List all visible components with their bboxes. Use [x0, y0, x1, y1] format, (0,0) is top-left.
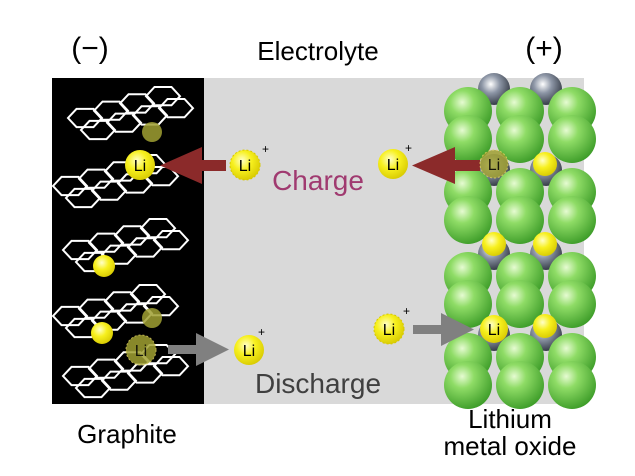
graphene-hexagon	[103, 291, 141, 312]
oxide-atom	[548, 196, 596, 244]
graphene-hexagon	[113, 225, 151, 246]
lithium-faded-graphite-bottom	[142, 308, 162, 328]
graphene-hexagon	[64, 317, 102, 339]
discharge-label: Discharge	[255, 368, 381, 399]
lithium-ion-graphite-charged: Li	[125, 150, 155, 180]
ion-charge-sign: +	[405, 141, 412, 155]
graphene-hexagon	[92, 100, 130, 121]
graphene-hexagon	[139, 218, 177, 239]
ion-charge-sign: +	[262, 142, 269, 156]
lithium-ion-electrolyte-discharge-right: Li +	[373, 304, 410, 345]
oxide-atom	[444, 115, 492, 163]
charge-arrow-left	[160, 147, 226, 184]
graphene-hexagon	[61, 239, 99, 261]
negative-terminal-label: (−)	[71, 32, 109, 65]
discharge-arrow-left	[168, 333, 229, 366]
oxide-atom	[496, 196, 544, 244]
graphene-hexagon	[152, 230, 190, 251]
graphene-hexagon	[142, 296, 180, 317]
graphene-hexagon	[51, 305, 89, 327]
graphene-hexagon	[105, 112, 143, 133]
lithium-graphite-lower	[91, 322, 113, 344]
charge-label: Charge	[272, 165, 364, 196]
electrolyte-label: Electrolyte	[257, 36, 378, 66]
discharge-arrow-right	[413, 313, 474, 346]
graphene-hexagon	[100, 370, 138, 391]
lithium-ion-cathode-leaving: Li	[479, 149, 509, 179]
lithium-ion-cathode-arrived: Li	[480, 315, 508, 343]
graphene-hexagon	[64, 187, 102, 209]
oxide-atom	[548, 361, 596, 409]
graphite-layers	[51, 86, 195, 399]
lithium-metal-oxide-cathode	[444, 73, 596, 409]
graphene-hexagon	[74, 377, 112, 399]
graphene-hexagon	[144, 86, 182, 107]
graphene-hexagon	[126, 237, 164, 258]
graphene-hexagon	[79, 119, 117, 141]
oxide-atom	[548, 115, 596, 163]
lithium-faded-graphite-top	[142, 122, 162, 142]
ion-charge-sign: +	[258, 325, 265, 339]
lithium-cathode-4	[533, 314, 557, 338]
lithium-ion-graphite-leaving: Li	[125, 334, 157, 366]
oxide-atom	[444, 280, 492, 328]
ion-label: Li	[383, 322, 395, 339]
ion-label: Li	[488, 157, 500, 174]
graphene-hexagon	[129, 284, 167, 305]
lithium-cathode-2	[482, 232, 506, 256]
graphene-hexagon	[118, 93, 156, 114]
lithium-graphite-mid	[93, 255, 115, 277]
ion-label: Li	[134, 158, 146, 175]
lithium-ion-electrolyte-charge: Li +	[229, 142, 269, 181]
ion-label: Li	[488, 322, 500, 339]
positive-terminal-label: (+)	[525, 32, 563, 65]
graphene-hexagon	[90, 180, 128, 201]
ion-label: Li	[135, 343, 147, 360]
graphene-hexagon	[77, 168, 115, 189]
charge-arrow-right	[412, 147, 480, 184]
graphene-hexagon	[66, 107, 104, 129]
cathode-label-line2: metal oxide	[444, 431, 577, 461]
graphene-hexagon	[126, 363, 164, 384]
oxide-atom	[496, 115, 544, 163]
ion-label: Li	[243, 343, 255, 360]
graphene-hexagon	[61, 365, 99, 387]
graphene-hexagon	[152, 356, 190, 377]
ion-label: Li	[387, 157, 399, 174]
oxide-atom	[548, 280, 596, 328]
graphene-hexagon	[51, 175, 89, 197]
graphene-hexagon	[90, 310, 128, 331]
graphene-hexagon	[77, 298, 115, 319]
graphene-hexagon	[100, 244, 138, 265]
cathode-label-line1: Lithium	[468, 404, 552, 434]
ion-charge-sign: +	[403, 304, 410, 318]
graphite-label: Graphite	[77, 419, 177, 449]
lithium-cathode-3	[533, 232, 557, 256]
oxide-atom	[496, 361, 544, 409]
lithium-ion-electrolyte-discharge: Li +	[234, 325, 265, 365]
lithium-ion-electrolyte-charge-right: Li +	[378, 141, 412, 179]
lithium-cathode-1	[533, 152, 557, 176]
graphene-hexagon	[87, 358, 125, 379]
graphene-hexagon	[87, 232, 125, 253]
ion-label: Li	[239, 158, 251, 175]
oxide-atom	[444, 196, 492, 244]
oxide-atom	[496, 280, 544, 328]
graphene-hexagon	[157, 98, 195, 119]
oxide-atom	[444, 361, 492, 409]
